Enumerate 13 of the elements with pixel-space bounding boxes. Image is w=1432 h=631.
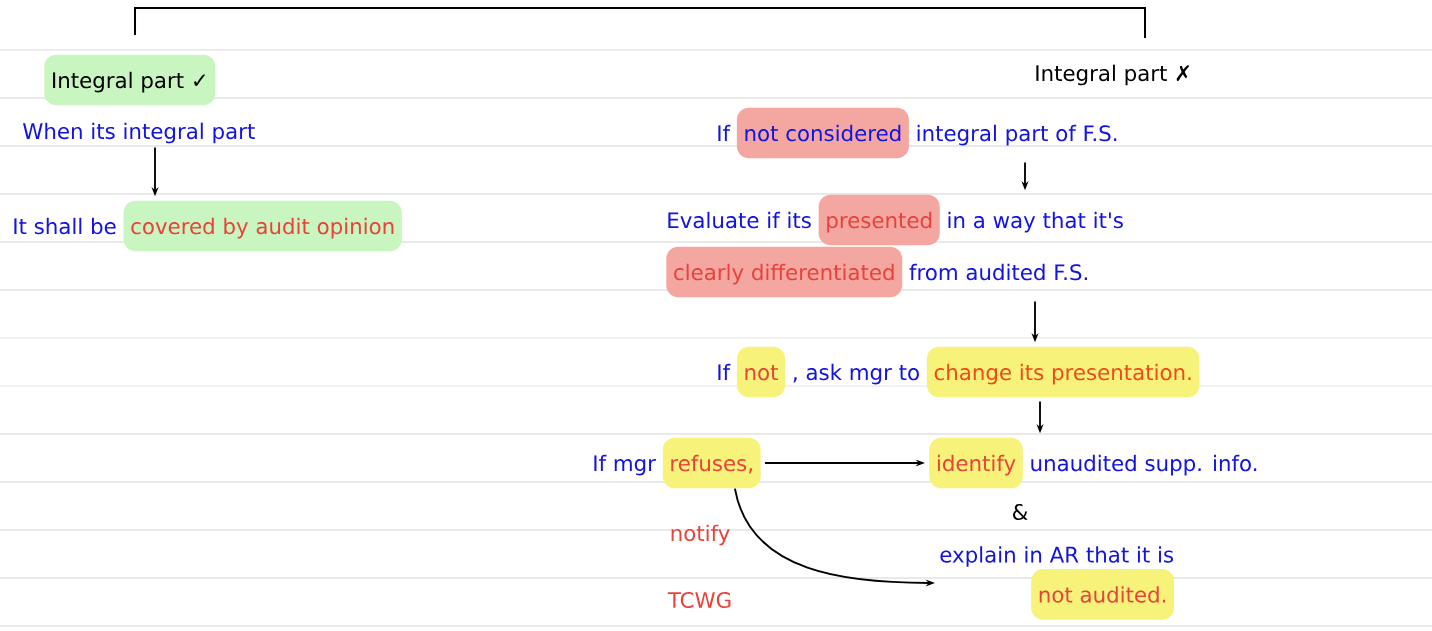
- note-text: notify: [671, 524, 730, 546]
- note-text: TCWG: [667, 591, 731, 609]
- handwritten-note: identify unaudited supp. info.: [929, 437, 1257, 489]
- handwritten-note: Evaluate if its presented in a way that it's clearly differentiated from audited F.S.: [666, 194, 1123, 298]
- handwritten-note: When its integral part: [23, 122, 255, 144]
- handwritten-note: explain in AR that it is not audited.: [940, 546, 1175, 620]
- heading-pill: Integral part ✓: [44, 54, 216, 106]
- handwritten-note: If mgr refuses,: [594, 437, 761, 489]
- handwritten-note: If not considered integral part of F.S.: [718, 107, 1117, 159]
- note-text: &: [1013, 503, 1028, 521]
- heading-text: Integral part ✗: [1036, 64, 1190, 86]
- handwritten-note: It shall be covered by audit opinion: [14, 200, 402, 252]
- handwritten-note: If not , ask mgr to change its presentation.: [718, 346, 1200, 398]
